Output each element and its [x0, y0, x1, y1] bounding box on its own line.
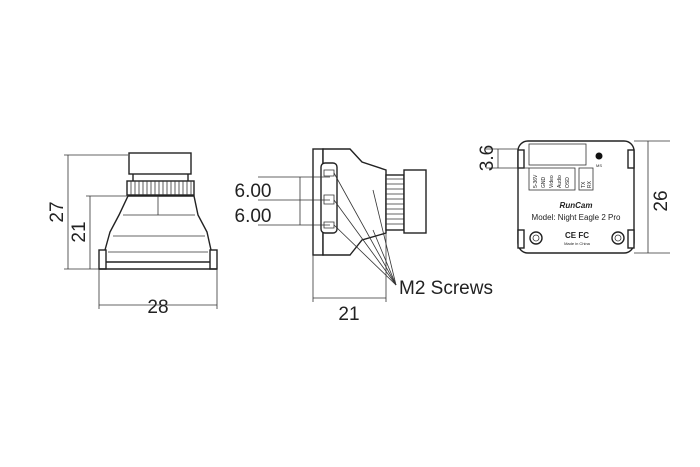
front-width-label: 28 — [147, 297, 168, 318]
back-pin-labels-left: 5-36V GND Video Audio OSD — [533, 174, 571, 188]
side-width-label: 21 — [338, 304, 359, 325]
side-dim-top-label: 6.00 — [235, 181, 272, 202]
back-label-area — [528, 143, 587, 166]
back-screw-right — [611, 231, 625, 245]
back-dim-height — [634, 140, 670, 254]
side-view: 6.00 6.00 21 M2 Screws — [235, 148, 493, 325]
front-foot-right — [209, 249, 218, 270]
side-lens-barrel — [385, 174, 405, 231]
front-view: 27 21 28 — [47, 152, 218, 318]
back-brand: RunCam — [560, 201, 593, 210]
svg-text:RX: RX — [587, 180, 593, 188]
side-dim-screw-spacing — [258, 176, 330, 226]
back-pin-block-left — [528, 167, 576, 191]
side-lens-front — [403, 169, 427, 234]
front-lens-neck — [132, 174, 189, 181]
back-dim-offset — [486, 148, 529, 169]
back-height-label: 26 — [651, 190, 672, 211]
front-dim-body-height — [86, 195, 127, 269]
back-pin-labels-right: TX RX — [581, 180, 593, 188]
front-housing-inner — [108, 214, 208, 253]
front-focus-ring — [126, 180, 195, 196]
svg-text:TX: TX — [581, 181, 587, 188]
back-certifications: CE FC — [565, 231, 589, 240]
front-foot-left — [98, 249, 107, 270]
front-lens-cap — [128, 152, 192, 175]
front-dim-total-height — [64, 154, 128, 270]
back-ms-button[interactable] — [595, 152, 603, 160]
side-screw-leaders — [333, 172, 397, 286]
back-screw-left — [529, 231, 543, 245]
back-made-in: Made in China — [564, 241, 591, 246]
front-knurl-lines — [130, 181, 192, 195]
front-height-total-label: 27 — [47, 201, 68, 222]
svg-text:5-36V: 5-36V — [533, 174, 539, 188]
back-housing — [517, 140, 635, 254]
side-screw-slot — [320, 162, 338, 234]
front-dim-width — [98, 269, 218, 309]
back-model: Model: Night Eagle 2 Pro — [532, 213, 621, 222]
side-dim-bottom-label: 6.00 — [235, 206, 272, 227]
svg-text:Audio: Audio — [557, 175, 563, 188]
svg-text:Video: Video — [549, 175, 555, 188]
side-knurl-lines — [386, 178, 404, 225]
svg-text:OSD: OSD — [565, 177, 571, 188]
back-offset-label: 3.6 — [477, 145, 498, 171]
front-height-body-label: 21 — [69, 221, 90, 242]
svg-text:GND: GND — [541, 177, 547, 189]
side-screws-label: M2 Screws — [399, 278, 493, 299]
back-button-label: MS — [596, 163, 602, 168]
back-pin-block-right — [578, 167, 594, 191]
back-view: MS 5-36V GND Video Audio OSD TX RX RunCa… — [477, 140, 672, 254]
